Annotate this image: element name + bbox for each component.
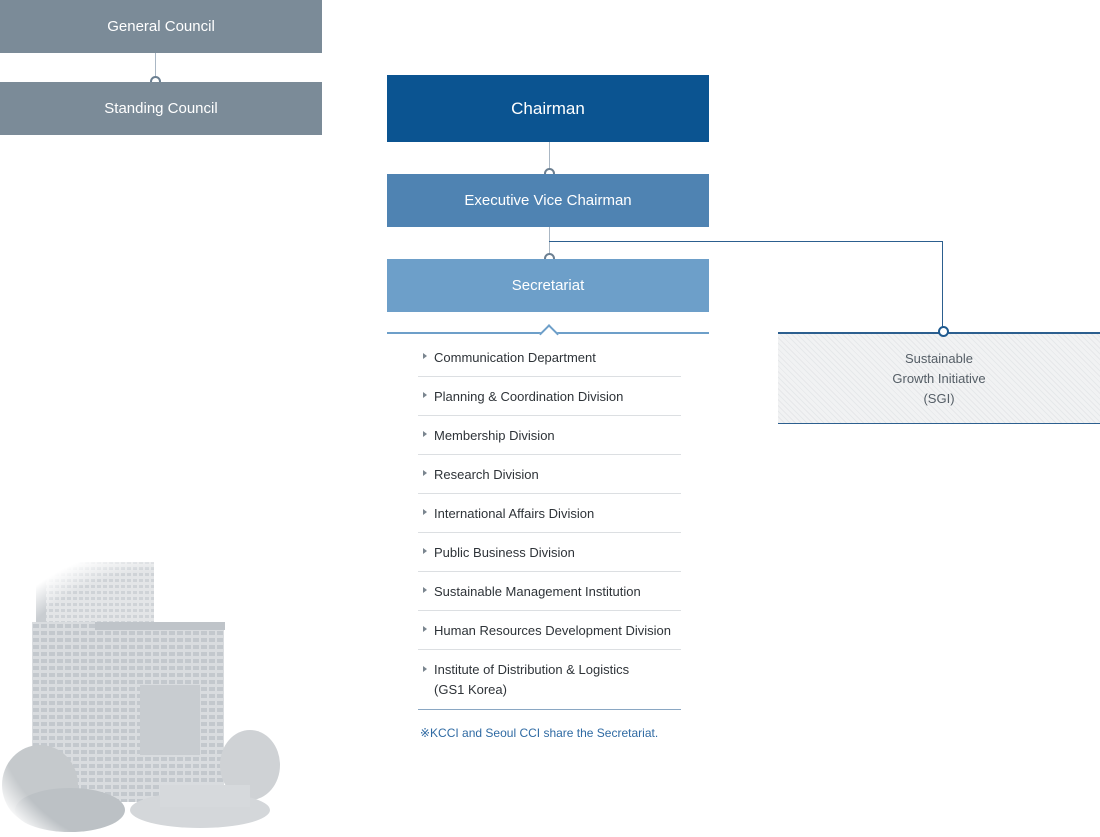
standing-council-box: Standing Council <box>0 82 322 135</box>
building-illustration <box>0 560 320 837</box>
division-item: Membership Division <box>418 416 681 455</box>
sgi-line-1: Sustainable <box>905 350 973 366</box>
division-item: International Affairs Division <box>418 494 681 533</box>
sgi-connector-line <box>549 241 943 332</box>
division-item: Public Business Division <box>418 533 681 572</box>
bullet-icon <box>423 392 427 398</box>
general-council-label: General Council <box>107 18 215 35</box>
division-item: Research Division <box>418 455 681 494</box>
sgi-connector-dot <box>938 326 949 337</box>
secretariat-footnote: ※KCCI and Seoul CCI share the Secretaria… <box>420 726 659 740</box>
division-item: Planning & Coordination Division <box>418 377 681 416</box>
vice-chairman-connector-line <box>549 227 550 259</box>
bullet-icon <box>423 470 427 476</box>
sgi-line-3: (SGI) <box>923 390 955 406</box>
division-label: Membership Division <box>434 427 555 443</box>
division-label: Institute of Distribution & Logistics (G… <box>434 662 630 697</box>
vice-chairman-box: Executive Vice Chairman <box>387 174 709 227</box>
division-item: Institute of Distribution & Logistics (G… <box>418 650 681 710</box>
secretariat-box: Secretariat <box>387 259 709 312</box>
division-label: International Affairs Division <box>434 505 595 521</box>
standing-council-label: Standing Council <box>104 100 218 117</box>
secretariat-label: Secretariat <box>511 277 585 294</box>
division-label: Sustainable Management Institution <box>434 583 641 599</box>
division-label: Human Resources Development Division <box>434 622 671 638</box>
bullet-icon <box>423 353 427 359</box>
division-label: Research Division <box>434 466 539 482</box>
chairman-box: Chairman <box>387 75 709 142</box>
bullet-icon <box>423 666 427 672</box>
sgi-box: Sustainable Growth Initiative (SGI) <box>778 332 1100 424</box>
council-connector-line <box>155 53 156 82</box>
general-council-box: General Council <box>0 0 322 53</box>
bullet-icon <box>423 626 427 632</box>
division-item: Sustainable Management Institution <box>418 572 681 611</box>
division-label: Communication Department <box>434 349 596 365</box>
division-item: Communication Department <box>418 338 681 377</box>
division-list: Communication Department Planning & Coor… <box>418 338 681 710</box>
vice-chairman-label: Executive Vice Chairman <box>464 192 632 209</box>
sgi-line-2: Growth Initiative <box>892 370 986 386</box>
bullet-icon <box>423 431 427 437</box>
chairman-connector-line <box>549 142 550 174</box>
division-label: Planning & Coordination Division <box>434 388 624 404</box>
bullet-icon <box>423 548 427 554</box>
division-item: Human Resources Development Division <box>418 611 681 650</box>
bullet-icon <box>423 509 427 515</box>
chairman-label: Chairman <box>511 98 585 118</box>
division-label: Public Business Division <box>434 544 575 560</box>
bullet-icon <box>423 587 427 593</box>
